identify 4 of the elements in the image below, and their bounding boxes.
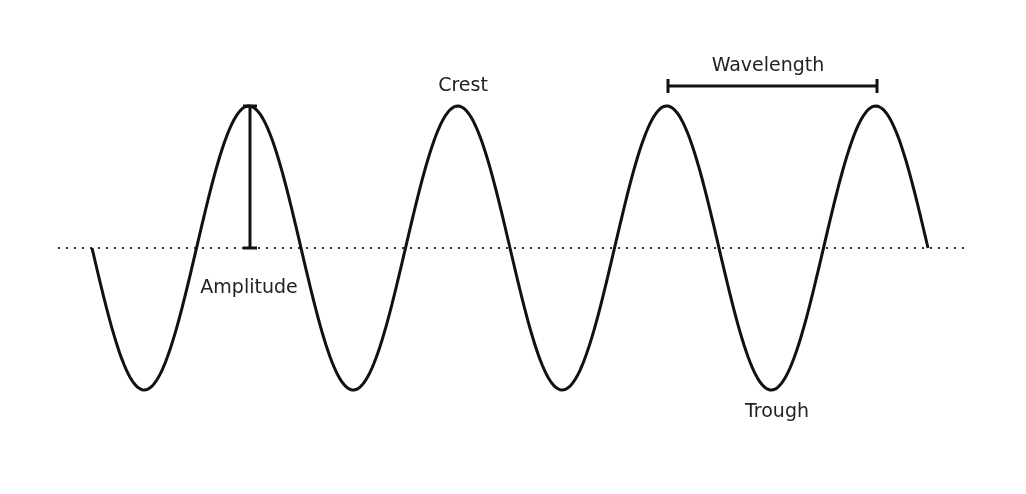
wavelength-label: Wavelength xyxy=(711,53,825,75)
amplitude-label: Amplitude xyxy=(200,275,298,297)
crest-label: Crest xyxy=(438,73,488,95)
trough-label: Trough xyxy=(745,399,809,421)
